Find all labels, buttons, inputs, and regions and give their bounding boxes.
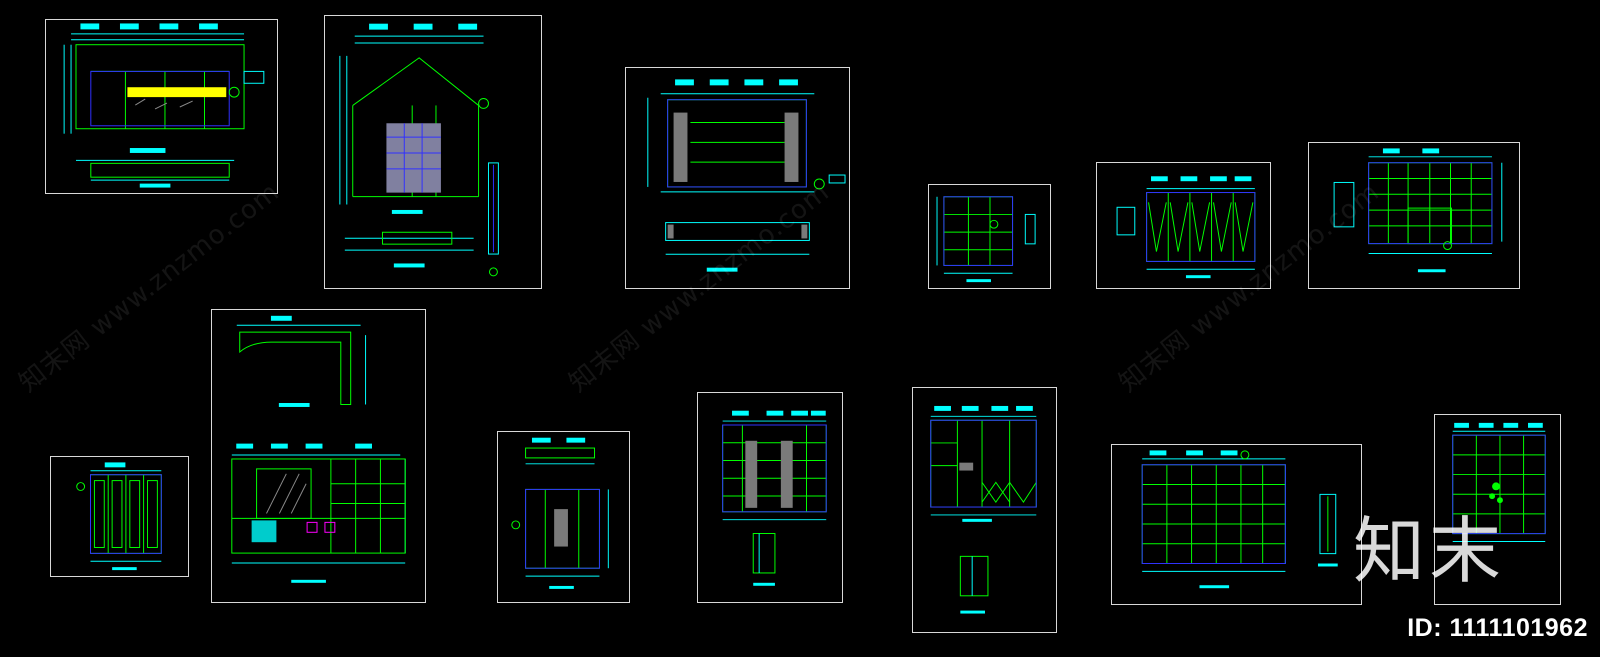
image-id-label: ID: 1111101962 — [1407, 614, 1588, 642]
drawing-sheet-13 — [1434, 414, 1561, 605]
drawing-sheet-8 — [50, 456, 189, 577]
drawing-sheet-5 — [1096, 162, 1271, 289]
drawing-sheet-1 — [45, 19, 278, 194]
elevation-drawing-6 — [1333, 148, 1503, 273]
elevation-drawing-4 — [936, 196, 1036, 283]
elevation-drawing-9 — [511, 437, 609, 589]
elevation-drawing-7 — [231, 315, 406, 583]
drawing-sheet-2 — [324, 15, 542, 289]
drawing-sheet-9 — [497, 431, 630, 603]
drawing-sheet-11 — [912, 387, 1057, 633]
drawing-sheet-4 — [928, 184, 1051, 289]
elevation-drawing-2 — [339, 23, 499, 277]
drawing-sheet-10 — [697, 392, 843, 603]
elevation-drawing-8 — [76, 462, 162, 571]
drawing-sheet-6 — [1308, 142, 1520, 289]
brand-logo: 知末 — [1352, 509, 1505, 593]
drawing-sheet-12 — [1111, 444, 1362, 605]
drawing-sheet-3 — [625, 67, 850, 289]
elevation-drawing-11 — [930, 405, 1037, 614]
elevation-drawing-12 — [1141, 450, 1338, 589]
drawing-sheet-7 — [211, 309, 426, 603]
elevation-drawing-13 — [1452, 422, 1546, 542]
elevation-drawing-3 — [647, 79, 846, 272]
elevation-drawing-10 — [722, 410, 827, 586]
elevation-drawing-1 — [63, 23, 265, 188]
elevation-drawing-5 — [1116, 176, 1256, 279]
